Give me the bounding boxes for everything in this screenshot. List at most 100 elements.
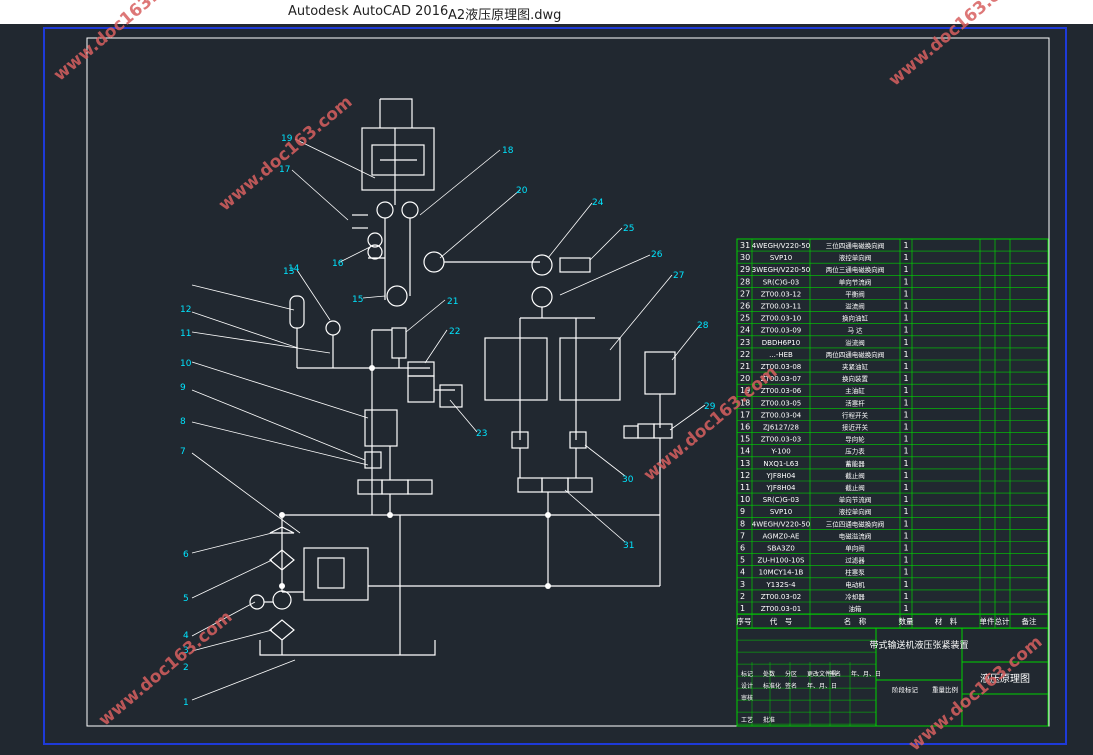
table-cell-qty: 1 — [903, 350, 908, 359]
table-cell-qty: 1 — [903, 386, 908, 395]
table-cell-no: 28 — [740, 277, 750, 286]
table-cell-name: 柱塞泵 — [845, 568, 865, 577]
table-cell-no: 20 — [740, 374, 750, 383]
motor — [531, 254, 553, 276]
table-cell-code: YJF8H04 — [766, 472, 797, 480]
svg-text:批准: 批准 — [763, 716, 775, 724]
table-cell-code: 4WEGH/V220-50 — [752, 520, 810, 528]
table-cell-name: 液控单向阀 — [839, 507, 872, 516]
table-cell-code: SR(C)G-03 — [763, 496, 800, 504]
table-cell-code: ZJ6127/28 — [763, 424, 799, 432]
table-cell-qty: 1 — [903, 507, 908, 516]
callout-21: 21 — [447, 297, 458, 307]
table-cell-qty: 1 — [903, 362, 908, 371]
callout-29: 29 — [704, 402, 716, 412]
table-cell-qty: 1 — [903, 459, 908, 468]
table-cell-code: DBDH6P10 — [762, 339, 800, 347]
table-cell-code: ZU-H100-10S — [758, 557, 806, 565]
table-cell-code: Y-100 — [770, 448, 790, 456]
table-cell-no: 26 — [740, 302, 750, 311]
table-cell-qty: 1 — [903, 241, 908, 250]
svg-text:比例: 比例 — [945, 685, 958, 694]
table-cell-name: 电动机 — [845, 580, 865, 589]
table-cell-code: SBA3Z0 — [767, 545, 795, 553]
table-cell-name: 电磁溢流阀 — [839, 531, 872, 540]
callout-14: 14 — [288, 264, 300, 274]
leader-lines — [191, 138, 706, 701]
table-cell-code: Y132S-4 — [765, 581, 796, 589]
callout-6: 6 — [183, 550, 189, 560]
table-cell-code: ZT00.03-09 — [761, 327, 802, 335]
table-cell-no: 11 — [740, 483, 750, 492]
table-cell-name: 三位四通电磁换向阀 — [826, 241, 885, 250]
callout-10: 10 — [180, 359, 192, 369]
table-cell-qty: 1 — [903, 568, 908, 577]
title-block — [736, 627, 1049, 727]
table-cell-no: 15 — [740, 435, 750, 444]
table-cell-code: 10MCY14-1B — [759, 569, 804, 577]
table-cell-name: 行程开关 — [842, 410, 869, 419]
svg-text:审核: 审核 — [741, 694, 753, 702]
callout-22: 22 — [449, 327, 460, 337]
table-cell-code: ZT00.03-08 — [761, 363, 802, 371]
table-cell-no: 31 — [740, 241, 750, 250]
junction-dots — [279, 365, 551, 589]
callout-16: 16 — [332, 259, 344, 269]
hydraulic-schematic — [249, 98, 676, 656]
table-cell-code: ZT00.03-03 — [761, 436, 802, 444]
table-cell-code: ZT00.03-07 — [761, 375, 802, 383]
table-cell-no: 7 — [740, 531, 745, 540]
table-cell-no: 23 — [740, 338, 750, 347]
callout-24: 24 — [592, 198, 604, 208]
callout-11: 11 — [180, 329, 191, 339]
callout-12: 12 — [180, 305, 191, 315]
table-cell-no: 22 — [740, 350, 750, 359]
table-cell-code: YJF8H04 — [766, 484, 797, 492]
callout-27: 27 — [673, 271, 684, 281]
drawing-title: 液压原理图 — [980, 672, 1030, 685]
table-cell-name: 接近开关 — [842, 423, 869, 432]
table-cell-no: 1 — [740, 604, 745, 613]
table-cell-no: 9 — [740, 507, 745, 516]
table-cell-qty: 1 — [903, 374, 908, 383]
table-cell-qty: 1 — [903, 531, 908, 540]
callout-20: 20 — [516, 186, 528, 196]
table-cell-qty: 1 — [903, 580, 908, 589]
table-cell-qty: 1 — [903, 483, 908, 492]
table-cell-no: 4 — [740, 568, 745, 577]
table-cell-code: AGMZ0-AE — [763, 532, 800, 540]
table-cell-qty: 1 — [903, 326, 908, 335]
table-cell-qty: 1 — [903, 398, 908, 407]
callout-30: 30 — [622, 475, 634, 485]
svg-text:分区: 分区 — [785, 670, 797, 678]
svg-text:年、月、日: 年、月、日 — [807, 682, 837, 690]
svg-text:阶段标记: 阶段标记 — [892, 685, 919, 694]
table-cell-code: ...-HEB — [769, 351, 793, 359]
svg-text:更改文件号: 更改文件号 — [807, 670, 837, 678]
table-cell-code: ZT00.03-01 — [761, 605, 802, 613]
table-cell-code: ZT00.03-06 — [761, 387, 802, 395]
callout-28: 28 — [697, 321, 709, 331]
table-cell-no: 18 — [740, 398, 750, 407]
svg-text:标记: 标记 — [741, 670, 753, 678]
table-cell-code: ZT00.03-04 — [761, 411, 802, 419]
table-cell-code: SVP10 — [770, 254, 792, 262]
svg-text:设计: 设计 — [741, 682, 753, 690]
table-cell-code: SVP10 — [770, 508, 792, 516]
table-cell-no: 10 — [740, 495, 750, 504]
callout-4: 4 — [183, 631, 189, 641]
table-cell-no: 16 — [740, 423, 750, 432]
file-name: A2液压原理图.dwg — [448, 8, 562, 23]
table-header-cell: 名 称 — [844, 616, 867, 626]
svg-text:处数: 处数 — [763, 670, 775, 678]
app-name: Autodesk AutoCAD 2016 — [288, 4, 449, 19]
table-cell-no: 25 — [740, 314, 750, 323]
svg-text:重量: 重量 — [932, 686, 946, 694]
table-cell-no: 19 — [740, 386, 750, 395]
svg-text:工艺: 工艺 — [741, 716, 753, 724]
callout-13: 13 — [283, 267, 294, 277]
table-cell-code: NXQ1-L63 — [763, 460, 798, 468]
table-cell-no: 13 — [740, 459, 750, 468]
sheet-inner-border — [86, 37, 1050, 727]
